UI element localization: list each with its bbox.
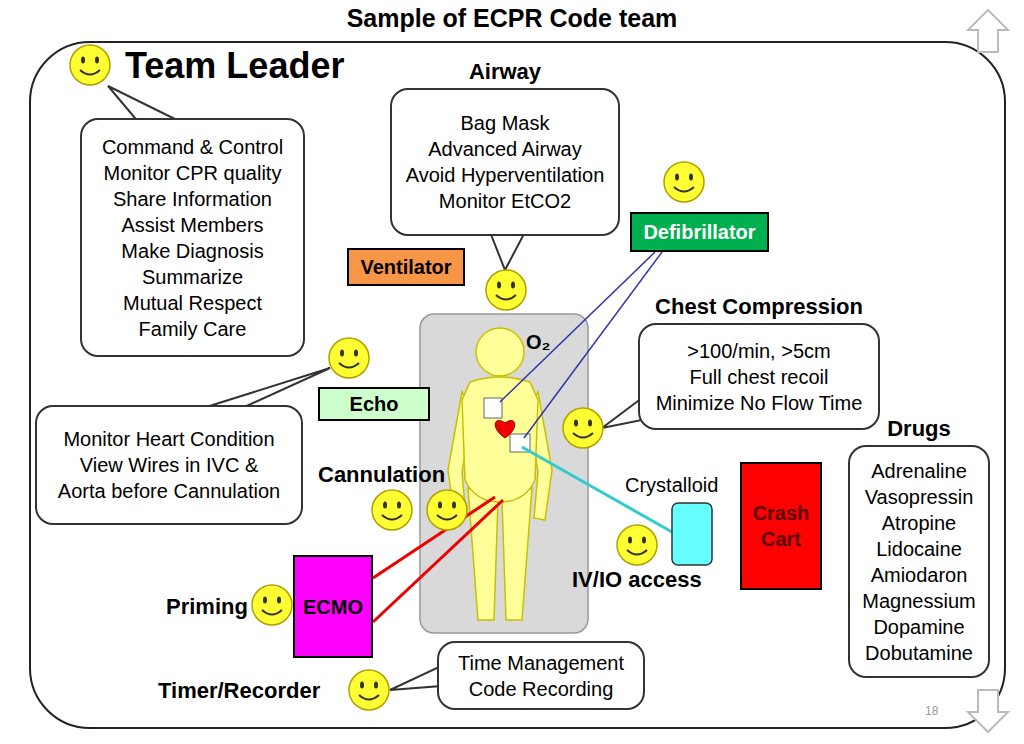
down-arrow bbox=[968, 690, 1008, 732]
callout-tail bbox=[390, 666, 441, 690]
label: IV/IO access bbox=[572, 567, 702, 593]
text-line: Atropine bbox=[882, 510, 957, 536]
text-line: Dobutamine bbox=[865, 640, 973, 666]
text-line: Lidocaine bbox=[876, 536, 962, 562]
text-line: Make Diagnosis bbox=[121, 238, 263, 264]
bed bbox=[420, 314, 588, 633]
defib-wire bbox=[500, 252, 655, 402]
team-member-icon bbox=[349, 670, 389, 710]
text-line: Dopamine bbox=[873, 614, 964, 640]
heading: Chest Compression bbox=[655, 293, 863, 322]
team-member-icon bbox=[252, 585, 292, 625]
callout-bubble: DrugsAdrenalineVasopressinAtropineLidoca… bbox=[848, 445, 990, 678]
text-line: Advanced Airway bbox=[428, 136, 581, 162]
callout-bubble: Command & ControlMonitor CPR qualityShar… bbox=[80, 118, 305, 357]
heading: Airway bbox=[469, 58, 541, 87]
text-line: Adrenaline bbox=[871, 458, 967, 484]
team-member-icon bbox=[427, 490, 467, 530]
team-member-icon bbox=[329, 338, 369, 378]
text-line: Amiodaron bbox=[871, 562, 968, 588]
crystalloid-bag bbox=[672, 503, 712, 565]
text-line: Defibrillator bbox=[643, 219, 755, 245]
defib-pad bbox=[484, 398, 502, 418]
label: Cannulation bbox=[318, 462, 445, 488]
team-member-icon bbox=[70, 45, 110, 85]
text-line: Family Care bbox=[139, 316, 247, 342]
team-member-icon bbox=[486, 270, 526, 310]
text-line: Avoid Hyperventilation bbox=[406, 162, 605, 188]
text-line: Summarize bbox=[142, 264, 243, 290]
text-line: View Wires in IVC & bbox=[80, 452, 259, 478]
callout-bubble: Monitor Heart ConditionView Wires in IVC… bbox=[35, 405, 303, 525]
text-line: Monitor Heart Condition bbox=[63, 426, 274, 452]
text-line: Assist Members bbox=[121, 212, 263, 238]
role-box: ECMO bbox=[293, 555, 373, 658]
up-arrow bbox=[968, 10, 1008, 52]
text-line: Time Management bbox=[458, 650, 624, 676]
heading: Drugs bbox=[887, 415, 951, 444]
text-line: Command & Control bbox=[102, 134, 283, 160]
role-box: Echo bbox=[318, 387, 430, 421]
text-line: Magnessium bbox=[862, 588, 975, 614]
team-member-icon bbox=[664, 162, 704, 202]
title: Sample of ECPR Code team bbox=[0, 3, 1024, 33]
label: Timer/Recorder bbox=[158, 678, 320, 704]
text-line: Share Information bbox=[113, 186, 272, 212]
text-line: Code Recording bbox=[469, 676, 614, 702]
text-line: Mutual Respect bbox=[123, 290, 262, 316]
text-line: Aorta before Cannulation bbox=[58, 478, 280, 504]
label: O₂ bbox=[526, 330, 550, 354]
callout-bubble: AirwayBag MaskAdvanced AirwayAvoid Hyper… bbox=[390, 88, 620, 236]
team-member-icon bbox=[372, 490, 412, 530]
text-line: Bag Mask bbox=[461, 110, 550, 136]
team-member-icon bbox=[563, 408, 603, 448]
text-line: Crash Cart bbox=[746, 500, 816, 552]
team-region bbox=[30, 42, 1005, 728]
patient-figure bbox=[448, 328, 552, 620]
callout-bubble: Chest Compression>100/min, >5cmFull ches… bbox=[638, 323, 880, 430]
label: Team Leader bbox=[125, 44, 344, 87]
text-line: Vasopressin bbox=[865, 484, 974, 510]
team-member-icon bbox=[617, 525, 657, 565]
callout-bubble: Time ManagementCode Recording bbox=[437, 641, 645, 710]
callout-tail bbox=[490, 232, 525, 270]
torso bbox=[462, 377, 538, 502]
text-line: Ventilator bbox=[360, 254, 451, 280]
text-line: Echo bbox=[350, 391, 399, 417]
callout-tail bbox=[200, 368, 330, 409]
callout-tail bbox=[602, 398, 642, 428]
text-line: Monitor EtCO2 bbox=[439, 188, 571, 214]
text-line: ECMO bbox=[303, 594, 363, 620]
text-line: Full chest recoil bbox=[690, 364, 829, 390]
text-line: Monitor CPR quality bbox=[104, 160, 282, 186]
heart bbox=[495, 421, 515, 438]
text-line: >100/min, >5cm bbox=[687, 338, 830, 364]
label: Priming bbox=[166, 594, 248, 620]
leg bbox=[502, 488, 532, 620]
label: 18 bbox=[925, 704, 938, 718]
head bbox=[476, 328, 524, 376]
label: Crystalloid bbox=[625, 473, 718, 497]
role-box: Defibrillator bbox=[630, 212, 769, 252]
role-box: Ventilator bbox=[347, 248, 465, 286]
text-line: Minimize No Flow Time bbox=[656, 390, 863, 416]
role-box: Crash Cart bbox=[740, 462, 822, 590]
